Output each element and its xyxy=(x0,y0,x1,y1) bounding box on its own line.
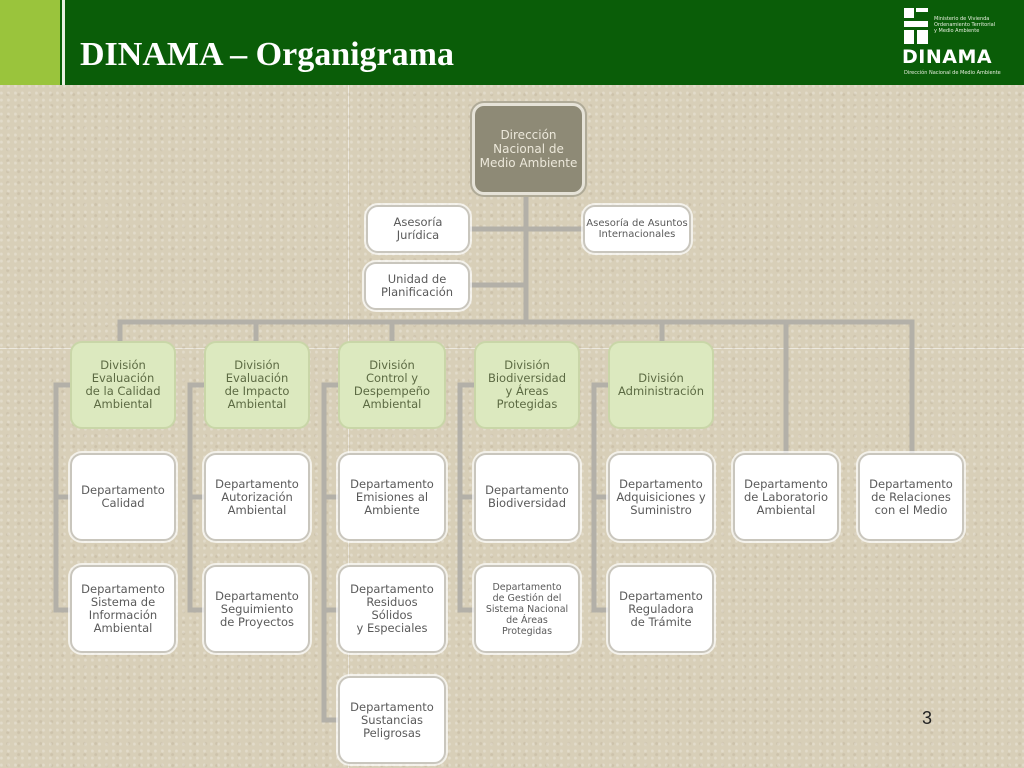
header-bar: DINAMA – Organigrama Ministerio de Vivie… xyxy=(0,0,1024,85)
dinama-logo: Ministerio de Vivienda Ordenamiento Terr… xyxy=(898,8,1008,78)
page-number: 3 xyxy=(922,708,933,728)
depto-reguladora-box: Departamento Reguladora de Trámite xyxy=(608,565,714,653)
logo-ministry-text: Ministerio de Vivienda Ordenamiento Terr… xyxy=(934,16,996,34)
unidad-planificacion-box: Unidad de Planificación xyxy=(364,262,470,310)
division-administracion-box: División Administración xyxy=(608,341,714,429)
depto-sustancias-box: Departamento Sustancias Peligrosas xyxy=(338,676,446,764)
depto-biodiversidad-box: Departamento Biodiversidad xyxy=(474,453,580,541)
depto-relaciones-box: Departamento de Relaciones con el Medio xyxy=(858,453,964,541)
depto-residuos-box: Departamento Residuos Sólidos y Especial… xyxy=(338,565,446,653)
logo-subtitle: Dirección Nacional de Medio Ambiente xyxy=(904,70,1001,76)
depto-emisiones-box: Departamento Emisiones al Ambiente xyxy=(338,453,446,541)
asesoria-juridica-box: Asesoría Jurídica xyxy=(366,205,470,253)
division-impacto-ambiental-box: División Evaluación de Impacto Ambiental xyxy=(204,341,310,429)
direccion-nacional-box: Dirección Nacional de Medio Ambiente xyxy=(472,103,585,195)
depto-adquisiciones-box: Departamento Adquisiciones y Suministro xyxy=(608,453,714,541)
header-accent-block xyxy=(0,0,60,85)
depto-gestion-snap-box: Departamento de Gestión del Sistema Naci… xyxy=(474,565,580,653)
slide-title: DINAMA – Organigrama xyxy=(80,36,454,73)
dinama-logo-mark-icon xyxy=(904,8,928,44)
division-biodiversidad-box: División Biodiversidad y Áreas Protegida… xyxy=(474,341,580,429)
depto-laboratorio-box: Departamento de Laboratorio Ambiental xyxy=(733,453,839,541)
division-control-desempeno-box: División Control y Despempeño Ambiental xyxy=(338,341,446,429)
depto-calidad-box: Departamento Calidad xyxy=(70,453,176,541)
header-accent-line xyxy=(62,0,65,85)
depto-seguimiento-box: Departamento Seguimiento de Proyectos xyxy=(204,565,310,653)
asesoria-internacional-box: Asesoría de Asuntos Internacionales xyxy=(583,205,691,253)
division-calidad-ambiental-box: División Evaluación de la Calidad Ambien… xyxy=(70,341,176,429)
logo-wordmark: DINAMA xyxy=(902,46,993,68)
depto-sistema-informacion-box: Departamento Sistema de Información Ambi… xyxy=(70,565,176,653)
depto-autorizacion-box: Departamento Autorización Ambiental xyxy=(204,453,310,541)
